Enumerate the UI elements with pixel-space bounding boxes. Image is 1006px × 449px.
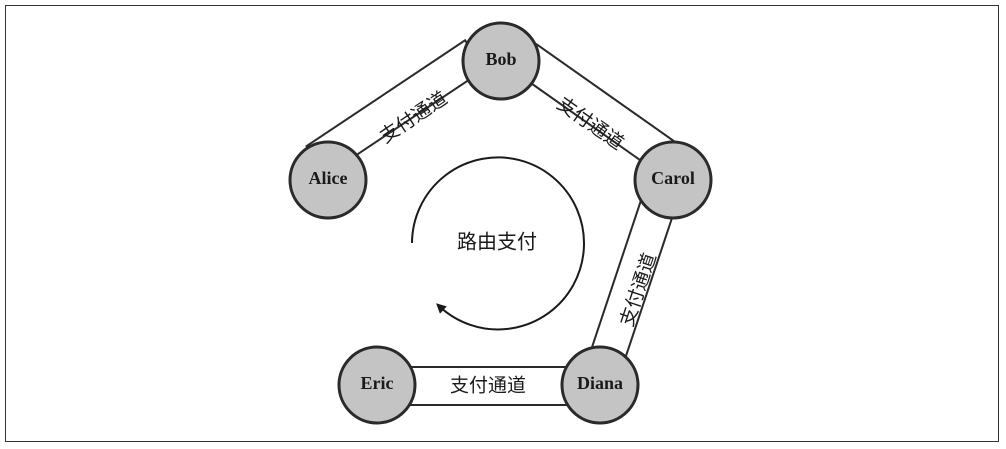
node-alice: Alice: [288, 140, 368, 220]
routing-cycle-arrow: [411, 156, 585, 331]
node-diana: Diana: [560, 345, 640, 425]
node-label-diana: Diana: [577, 373, 623, 393]
node-label-eric: Eric: [361, 373, 394, 393]
channel-label-eric-diana: 支付通道: [450, 375, 526, 397]
node-bob: Bob: [461, 21, 541, 101]
node-label-bob: Bob: [485, 49, 516, 69]
node-label-carol: Carol: [651, 168, 695, 188]
node-label-alice: Alice: [309, 168, 348, 188]
node-eric: Eric: [337, 345, 417, 425]
node-carol: Carol: [633, 140, 713, 220]
routing-label: 路由支付: [457, 230, 537, 254]
